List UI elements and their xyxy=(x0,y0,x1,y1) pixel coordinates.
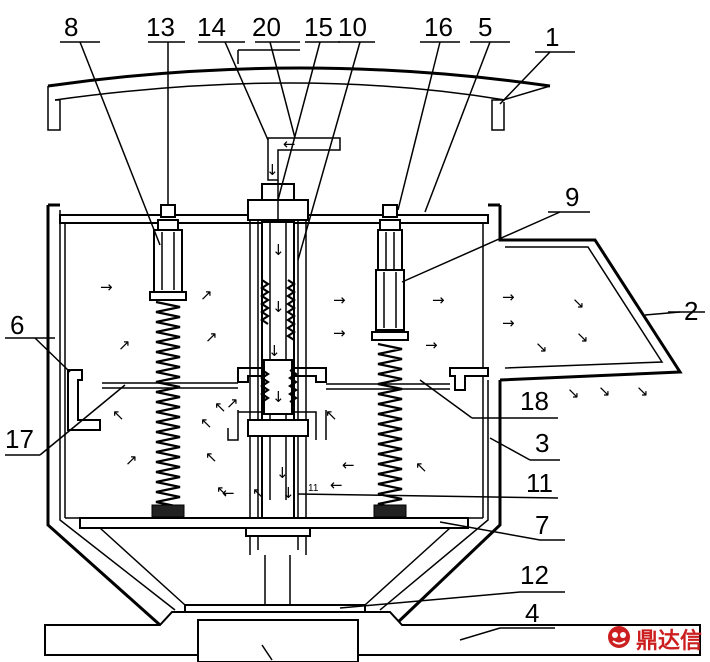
part-label: 20 xyxy=(252,12,281,42)
part-label: 14 xyxy=(197,12,226,42)
flow-arrow: → xyxy=(432,291,445,309)
part-label: 12 xyxy=(520,560,549,590)
flow-arrows-lower: ↖ ↗ ↖ ↖ ↗ ↖ ↖ ← ↖ ↖ ← ← ↖ xyxy=(112,394,428,502)
flow-arrow: ↘ xyxy=(567,384,580,402)
part-label: 18 xyxy=(520,386,549,416)
flow-arrow: ↖ xyxy=(214,398,227,416)
flow-arrow: → xyxy=(425,336,438,354)
flow-arrow: ← xyxy=(283,135,296,153)
leader-lines xyxy=(5,41,705,661)
flow-arrow: ↘ xyxy=(598,382,611,400)
part-labels: 8 13 14 20 15 10 16 5 1 9 2 6 18 17 3 11… xyxy=(5,12,698,628)
central-shaft: ↓ ↓ ↓ ↓ ↓ ↓ xyxy=(245,180,311,555)
part-label: 17 xyxy=(5,424,34,454)
part-label: 9 xyxy=(565,182,579,212)
inlet-pipe: ← ↓ xyxy=(266,135,341,181)
flow-arrow: ↘ xyxy=(636,382,649,400)
bottom-plate xyxy=(79,517,469,529)
inner-part-label: 11 xyxy=(308,483,319,494)
flow-arrow: ↖ xyxy=(252,484,265,502)
part-label: 2 xyxy=(684,296,698,326)
part-label: 11 xyxy=(526,468,553,498)
base-block xyxy=(44,611,701,662)
flow-arrow: ↖ xyxy=(325,406,338,424)
flow-arrow: ↗ xyxy=(118,336,131,354)
flow-arrow: ↖ xyxy=(112,406,125,424)
flow-arrow: → xyxy=(502,314,515,332)
flow-arrow: → xyxy=(333,291,346,309)
base-support xyxy=(99,527,451,620)
flow-arrow: ↓ xyxy=(272,388,285,406)
outer-housing xyxy=(46,203,502,627)
flow-arrow: ↖ xyxy=(200,414,213,432)
flow-arrows-upper: → ↗ ↗ ↗ → → → → → → ↘ ↘ ↘ xyxy=(100,278,589,356)
flow-arrow: ↓ xyxy=(272,298,285,316)
flow-arrow: ↖ xyxy=(216,482,229,500)
part-label: 7 xyxy=(535,510,549,540)
part-label: 1 xyxy=(545,22,559,52)
flow-arrow: ↗ xyxy=(125,451,138,469)
flow-arrow: ↘ xyxy=(572,294,585,312)
right-spring-assembly xyxy=(371,204,409,518)
left-spring-assembly xyxy=(149,204,187,518)
flow-arrow: ↓ xyxy=(276,464,289,482)
part-label: 16 xyxy=(424,12,453,42)
part-label: 15 xyxy=(304,12,333,42)
flow-arrow: ↗ xyxy=(205,328,218,346)
flow-arrow: ↗ xyxy=(200,286,213,304)
part-label: 13 xyxy=(146,12,175,42)
part-label: 10 xyxy=(338,12,367,42)
flow-arrow: ↗ xyxy=(226,394,239,412)
part-label: 8 xyxy=(64,12,78,42)
brand-logo-icon xyxy=(608,626,630,648)
flow-arrow: → xyxy=(100,278,113,296)
flow-arrow: ← xyxy=(222,484,235,502)
flow-arrow: → xyxy=(502,288,515,306)
flow-arrow: ↖ xyxy=(415,458,428,476)
flow-arrow: ↓ xyxy=(272,241,285,259)
flow-arrow: ↓ xyxy=(282,484,295,502)
flow-arrows-outlet: ↘ ↘ ↘ xyxy=(567,382,649,402)
part-label: 4 xyxy=(525,598,539,628)
flow-arrow: ↘ xyxy=(535,338,548,356)
part-label: 5 xyxy=(478,12,492,42)
flow-arrow: ↖ xyxy=(205,448,218,466)
flow-arrow: ↓ xyxy=(268,342,281,360)
part-label: 3 xyxy=(535,428,549,458)
flow-arrow: ← xyxy=(330,476,343,494)
side-bracket xyxy=(67,369,101,431)
top-cover xyxy=(47,49,551,131)
part-label: 6 xyxy=(10,310,24,340)
discharge-chute xyxy=(498,225,683,382)
watermark-text: 鼎达信 xyxy=(636,629,703,654)
flow-arrow: ← xyxy=(342,456,355,474)
flow-arrow: ↘ xyxy=(576,328,589,346)
flow-arrow: ↓ xyxy=(266,161,279,179)
flow-arrow: → xyxy=(333,324,346,342)
